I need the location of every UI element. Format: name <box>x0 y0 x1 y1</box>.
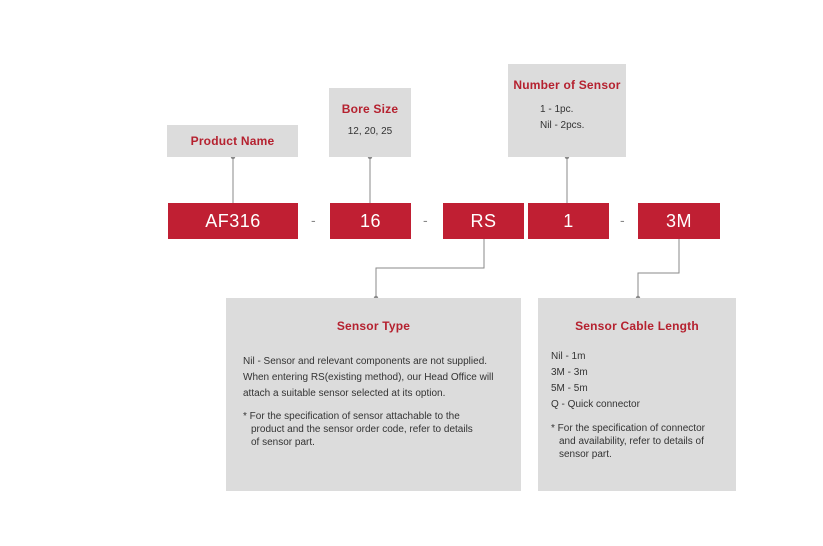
code-separator: - <box>311 212 316 228</box>
cable-length-note-line: sensor part. <box>559 449 612 460</box>
code-separator: - <box>423 212 428 228</box>
code-separator: - <box>620 212 625 228</box>
bore-size-box: Bore Size 12, 20, 25 <box>329 88 411 157</box>
cable-length-option: Nil - 1m <box>551 351 586 362</box>
code-sensor-count: 1 <box>528 203 609 239</box>
bore-size-title: Bore Size <box>341 102 399 116</box>
sensor-type-description-line: Nil - Sensor and relevant components are… <box>243 356 488 367</box>
sensor-type-box: Sensor Type Nil - Sensor and relevant co… <box>226 298 521 491</box>
sensor-type-description-line: When entering RS(existing method), our H… <box>243 372 494 383</box>
sensor-cable-length-box: Sensor Cable Length Nil - 1m 3M - 3m 5M … <box>538 298 736 491</box>
sensor-type-description-line: attach a suitable sensor selected at its… <box>243 388 446 399</box>
sensor-type-note-line: of sensor part. <box>251 437 315 448</box>
cable-length-option: Q - Quick connector <box>551 399 640 410</box>
number-of-sensor-box: Number of Sensor 1 - 1pc. Nil - 2pcs. <box>508 64 626 157</box>
sensor-type-note-line: product and the sensor order code, refer… <box>251 424 473 435</box>
sensor-type-connector <box>375 239 485 298</box>
product-name-box: Product Name <box>167 125 298 157</box>
code-sensor-type: RS <box>443 203 524 239</box>
cable-length-note-line: * For the specification of connector <box>551 423 705 434</box>
sensor-cable-length-title: Sensor Cable Length <box>575 319 699 333</box>
code-cable-length: 3M <box>638 203 720 239</box>
cable-length-option: 3M - 3m <box>551 367 588 378</box>
code-product: AF316 <box>168 203 298 239</box>
number-of-sensor-title: Number of Sensor <box>513 78 621 92</box>
sensor-type-note-line: * For the specification of sensor attach… <box>243 411 460 422</box>
cable-length-connector <box>637 239 680 298</box>
code-bore: 16 <box>330 203 411 239</box>
cable-length-option: 5M - 5m <box>551 383 588 394</box>
sensor-count-option: 1 - 1pc. <box>540 104 574 115</box>
sensor-type-title: Sensor Type <box>336 319 411 333</box>
cable-length-note-line: and availability, refer to details of <box>559 436 704 447</box>
product-name-title: Product Name <box>190 134 275 148</box>
bore-size-values: 12, 20, 25 <box>347 126 393 137</box>
sensor-count-option: Nil - 2pcs. <box>540 120 585 131</box>
